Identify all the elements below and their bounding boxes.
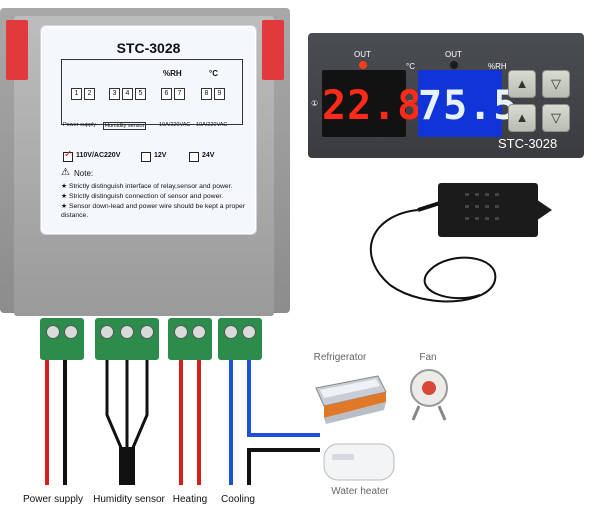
note-2: ★ Strictly distinguish connection of sen… [61, 193, 224, 200]
humidity-reading: 75.5 [418, 83, 519, 129]
rh-label: %RH [488, 62, 507, 71]
mounting-tab-left [6, 20, 28, 80]
terminal-5: 5 [135, 88, 146, 100]
note-title: Note: [74, 169, 94, 178]
out-label-right: OUT [445, 50, 462, 59]
label-rh-symbol: %RH [163, 69, 182, 78]
temperature-display: 22.8 [322, 70, 423, 137]
unit-model-label: STC-3028 [498, 136, 558, 151]
water-heater-image [323, 443, 395, 481]
voltage-checkbox-24v [189, 152, 199, 162]
device-label-refrigerator: Refrigerator [313, 352, 367, 363]
out-led-left [359, 61, 367, 69]
screw [100, 325, 114, 339]
terminal-7: 7 [174, 88, 185, 100]
up-button-1[interactable]: ▲ [508, 70, 536, 98]
screw [242, 325, 256, 339]
cable-strain-relief [417, 201, 441, 212]
humidity-cable-sheath [119, 447, 135, 485]
celsius-label: °C [406, 62, 415, 71]
humidity-display: 75.5 [418, 70, 519, 137]
up-button-2[interactable]: ▲ [508, 104, 536, 132]
sensor-probe-mount [530, 195, 552, 225]
terminal-1: 1 [71, 88, 82, 100]
water-heater-wire [247, 448, 320, 485]
down-button-2[interactable]: ▽ [542, 104, 570, 132]
voltage-option-12v: 12V [154, 152, 167, 159]
terminal-6: 6 [161, 88, 172, 100]
out-label-left: OUT [354, 50, 371, 59]
note-3: ★ Sensor down-lead and power wire should… [61, 203, 246, 219]
terminal-8: 8 [201, 88, 212, 100]
voltage-checkbox-110v: ✓ [63, 149, 73, 162]
label-power-supply: Power supply [22, 494, 84, 505]
screw [64, 325, 78, 339]
label-cooling: Cooling [221, 494, 255, 505]
group-label-power: Power supply [63, 122, 97, 128]
humidity-wire-3 [130, 360, 149, 451]
screw [120, 325, 134, 339]
screw [140, 325, 154, 339]
warning-icon: ⚠ [61, 167, 70, 178]
out-led-right [450, 61, 458, 69]
terminal-4: 4 [122, 88, 133, 100]
screw [46, 325, 60, 339]
sensor-cable [370, 209, 497, 303]
terminal-2: 2 [84, 88, 95, 100]
device-label-water-heater: Water heater [331, 486, 389, 497]
down-button-1[interactable]: ▽ [542, 70, 570, 98]
screw [174, 325, 188, 339]
mounting-tab-right [262, 20, 284, 80]
terminal-block-cooling [218, 318, 262, 360]
note-3-text: Sensor down-lead and power wire should b… [61, 203, 246, 219]
group-label-humidity: Humidity sensor [103, 122, 147, 130]
refrigerator-image [315, 375, 387, 424]
note-1-text: Strictly distinguish interface of relay,… [68, 183, 233, 190]
temperature-reading: 22.8 [322, 83, 423, 129]
terminal-block-humidity [95, 318, 159, 360]
note-1: ★ Strictly distinguish interface of rela… [61, 183, 233, 190]
screw [192, 325, 206, 339]
terminal-block-power [40, 318, 84, 360]
wiring-diagram [45, 360, 320, 485]
voltage-checkbox-12v [141, 152, 151, 162]
sensor-probe-housing [438, 183, 538, 237]
label-celsius-symbol: °C [209, 69, 218, 78]
device-label-fan: Fan [419, 352, 437, 363]
channel-marker-2: ② [407, 99, 415, 108]
label-heating: Heating [172, 494, 208, 505]
sensor-vent-holes [465, 193, 499, 220]
fan-image [410, 369, 448, 421]
label-model-title: STC-3028 [116, 40, 181, 56]
screw [224, 325, 238, 339]
voltage-option-24v: 24V [202, 152, 215, 159]
sensor-probe-and-cable [370, 183, 552, 303]
cooling-wire-2 [247, 360, 320, 437]
terminal-3: 3 [109, 88, 120, 100]
humidity-wire-1 [105, 360, 124, 451]
label-humidity-sensor: Humidity sensor [93, 494, 165, 505]
terminal-diagram-box [61, 59, 243, 125]
group-label-temp-rating: 10A/220VAC [196, 122, 228, 128]
display-unit: OUT OUT °C %RH ① ② 22.8 75.5 ▲ ▽ ▲ ▽ STC… [308, 33, 584, 158]
terminal-block-heating [168, 318, 212, 360]
terminal-9: 9 [214, 88, 225, 100]
group-label-rh-rating: 10A/220VAC [159, 122, 191, 128]
wiring-label-card: STC-3028 %RH °C 1 2 3 4 5 6 7 8 9 Power … [40, 25, 257, 235]
channel-marker-1: ① [311, 99, 319, 108]
voltage-option-110v: 110V/AC220V [76, 152, 121, 159]
note-2-text: Strictly distinguish connection of senso… [68, 193, 224, 200]
